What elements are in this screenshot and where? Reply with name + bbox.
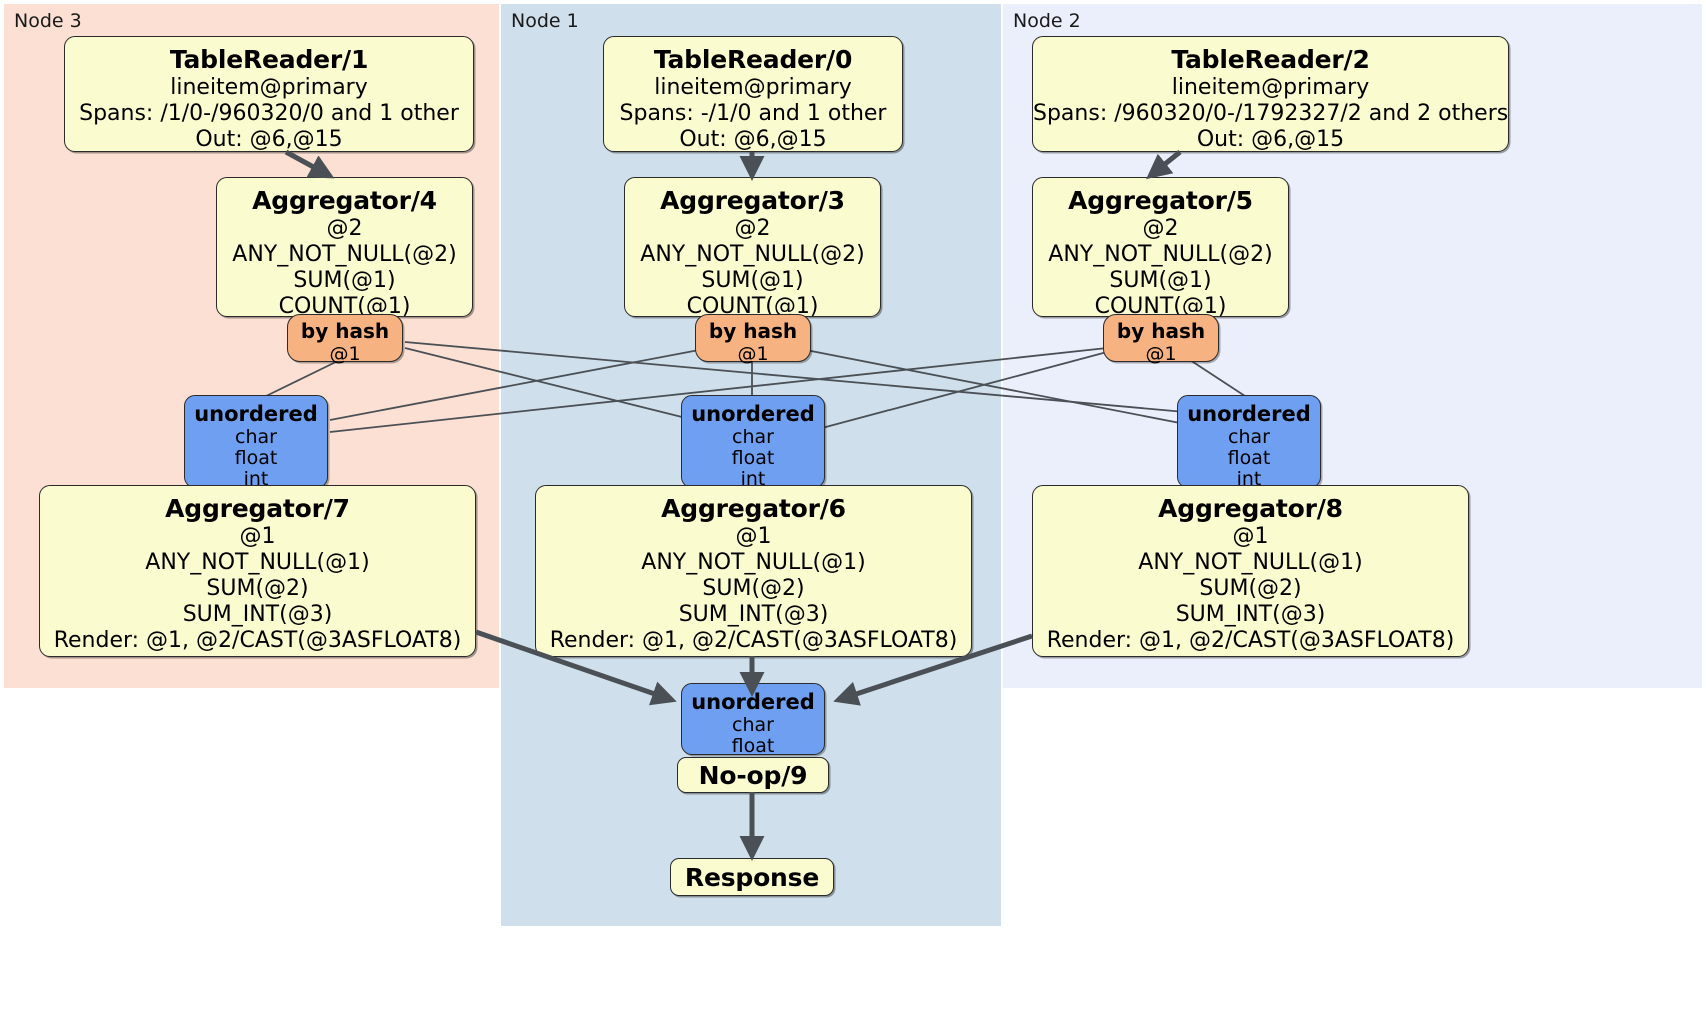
processor-aggregator-3[interactable]: Aggregator/3 @2 ANY_NOT_NULL(@2) SUM(@1)… — [624, 177, 881, 319]
processor-title: Aggregator/7 — [165, 494, 350, 523]
synchronizer-title: unordered — [691, 690, 815, 714]
processor-detail-line: Spans: /960320/0-/1792327/2 and 2 others — [1033, 101, 1509, 126]
synchronizer-title: unordered — [1187, 402, 1311, 426]
processor-detail-line: SUM(@1) — [1109, 268, 1212, 293]
processor-title: No-op/9 — [698, 760, 808, 790]
processor-render-line: Render: @1, @2/CAST(@3ASFLOAT8) — [1046, 628, 1455, 653]
processor-detail-line: ANY_NOT_NULL(@1) — [145, 550, 370, 575]
processor-detail-line: SUM(@2) — [702, 576, 805, 601]
processor-aggregator-7[interactable]: Aggregator/7 @1 ANY_NOT_NULL(@1) SUM(@2)… — [39, 485, 476, 657]
synchronizer-type: float — [731, 735, 775, 757]
processor-detail-line: ANY_NOT_NULL(@2) — [232, 242, 457, 267]
response-label: Response — [684, 862, 820, 892]
processor-detail-line: SUM_INT(@3) — [678, 602, 829, 627]
processor-detail-line: @2 — [326, 216, 363, 241]
processor-aggregator-4[interactable]: Aggregator/4 @2 ANY_NOT_NULL(@2) SUM(@1)… — [216, 177, 473, 319]
processor-title: TableReader/2 — [1171, 45, 1370, 74]
processor-detail-line: @1 — [1232, 524, 1269, 549]
synchronizer-type: int — [1236, 468, 1262, 490]
processor-no-op-9[interactable]: No-op/9 — [677, 757, 829, 793]
processor-detail-line: @1 — [735, 524, 772, 549]
processor-title: Aggregator/8 — [1158, 494, 1343, 523]
synchronizer-unordered-center[interactable]: unordered char float int — [681, 395, 825, 490]
synchronizer-title: unordered — [691, 402, 815, 426]
router-by-hash-left[interactable]: by hash @1 — [287, 314, 403, 365]
synchronizer-type: float — [234, 447, 278, 469]
processor-table-reader-2[interactable]: TableReader/2 lineitem@primary Spans: /9… — [1032, 36, 1509, 152]
processor-title: Aggregator/3 — [660, 186, 845, 215]
processor-aggregator-8[interactable]: Aggregator/8 @1 ANY_NOT_NULL(@1) SUM(@2)… — [1032, 485, 1469, 657]
synchronizer-title: unordered — [194, 402, 318, 426]
processor-detail-line: Out: @6,@15 — [195, 127, 343, 152]
router-title: by hash — [300, 319, 390, 343]
synchronizer-type: char — [235, 426, 277, 448]
router-by-hash-right[interactable]: by hash @1 — [1103, 314, 1219, 365]
processor-detail-line: SUM_INT(@3) — [1175, 602, 1326, 627]
processor-detail-line: SUM(@1) — [293, 268, 396, 293]
node-panel-label-node1: Node 1 — [511, 10, 579, 32]
processor-detail-line: SUM(@2) — [1199, 576, 1302, 601]
processor-detail-line: lineitem@primary — [1171, 75, 1370, 100]
processor-detail-line: Out: @6,@15 — [679, 127, 827, 152]
node-panel-label-node3: Node 3 — [14, 10, 82, 32]
processor-table-reader-0[interactable]: TableReader/0 lineitem@primary Spans: -/… — [603, 36, 903, 152]
router-by-hash-center[interactable]: by hash @1 — [695, 314, 811, 365]
processor-detail-line: ANY_NOT_NULL(@1) — [641, 550, 866, 575]
processor-detail-line: SUM(@1) — [701, 268, 804, 293]
processor-aggregator-5[interactable]: Aggregator/5 @2 ANY_NOT_NULL(@2) SUM(@1)… — [1032, 177, 1289, 319]
processor-title: Aggregator/4 — [252, 186, 437, 215]
synchronizer-unordered-left[interactable]: unordered char float int — [184, 395, 328, 490]
router-detail-line: @1 — [737, 343, 769, 365]
processor-render-line: Render: @1, @2/CAST(@3ASFLOAT8) — [549, 628, 958, 653]
processor-detail-line: @2 — [734, 216, 771, 241]
processor-detail-line: lineitem@primary — [170, 75, 368, 100]
router-detail-line: @1 — [329, 343, 361, 365]
processor-render-line: Render: @1, @2/CAST(@3ASFLOAT8) — [53, 628, 462, 653]
processor-aggregator-6[interactable]: Aggregator/6 @1 ANY_NOT_NULL(@1) SUM(@2)… — [535, 485, 972, 657]
processor-detail-line: ANY_NOT_NULL(@2) — [1048, 242, 1273, 267]
node-panel-label-node2: Node 2 — [1013, 10, 1081, 32]
synchronizer-type: float — [731, 447, 775, 469]
router-title: by hash — [1116, 319, 1206, 343]
synchronizer-type: int — [740, 468, 766, 490]
processor-detail-line: ANY_NOT_NULL(@1) — [1138, 550, 1363, 575]
synchronizer-type: int — [243, 468, 269, 490]
processor-title: TableReader/1 — [169, 45, 369, 74]
processor-table-reader-1[interactable]: TableReader/1 lineitem@primary Spans: /1… — [64, 36, 474, 152]
processor-detail-line: @1 — [239, 524, 276, 549]
synchronizer-type: float — [1227, 447, 1271, 469]
processor-title: Aggregator/5 — [1068, 186, 1253, 215]
processor-detail-line: SUM(@2) — [206, 576, 309, 601]
response-node[interactable]: Response — [670, 858, 834, 896]
processor-detail-line: Spans: /1/0-/960320/0 and 1 other — [79, 101, 459, 126]
processor-detail-line: @2 — [1142, 216, 1179, 241]
synchronizer-type: char — [1228, 426, 1270, 448]
synchronizer-type: char — [732, 714, 774, 736]
processor-title: TableReader/0 — [653, 45, 853, 74]
processor-detail-line: Out: @6,@15 — [1196, 127, 1345, 152]
router-detail-line: @1 — [1145, 343, 1177, 365]
processor-detail-line: SUM_INT(@3) — [182, 602, 333, 627]
synchronizer-unordered-final[interactable]: unordered char float — [681, 683, 825, 757]
processor-detail-line: Spans: -/1/0 and 1 other — [619, 101, 887, 126]
synchronizer-unordered-right[interactable]: unordered char float int — [1177, 395, 1321, 490]
processor-detail-line: lineitem@primary — [654, 75, 852, 100]
processor-detail-line: ANY_NOT_NULL(@2) — [640, 242, 865, 267]
processor-title: Aggregator/6 — [661, 494, 846, 523]
synchronizer-type: char — [732, 426, 774, 448]
router-title: by hash — [708, 319, 798, 343]
